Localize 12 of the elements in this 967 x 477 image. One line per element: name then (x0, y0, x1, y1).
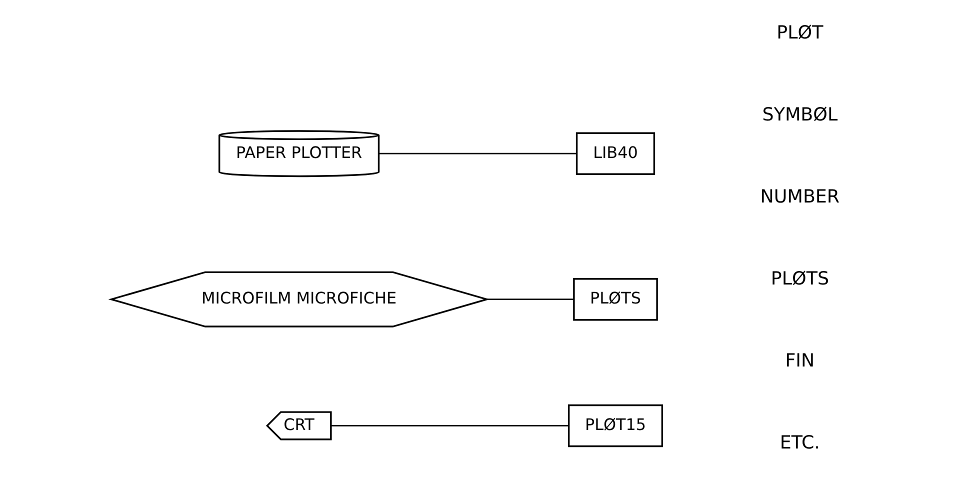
label: SYMBØL (762, 104, 838, 125)
label: NUMBER (760, 186, 840, 207)
connector (487, 298, 574, 300)
node-box: PLØT15 (568, 404, 664, 447)
label: ETC. (780, 432, 820, 453)
connector (331, 424, 568, 426)
connector (379, 152, 576, 154)
label: PLØTS (770, 268, 830, 289)
label: FIN (785, 350, 815, 371)
node-box: LIB40 (576, 132, 656, 174)
node-box: PLØTS (573, 278, 658, 320)
label: PLØT (776, 22, 824, 43)
